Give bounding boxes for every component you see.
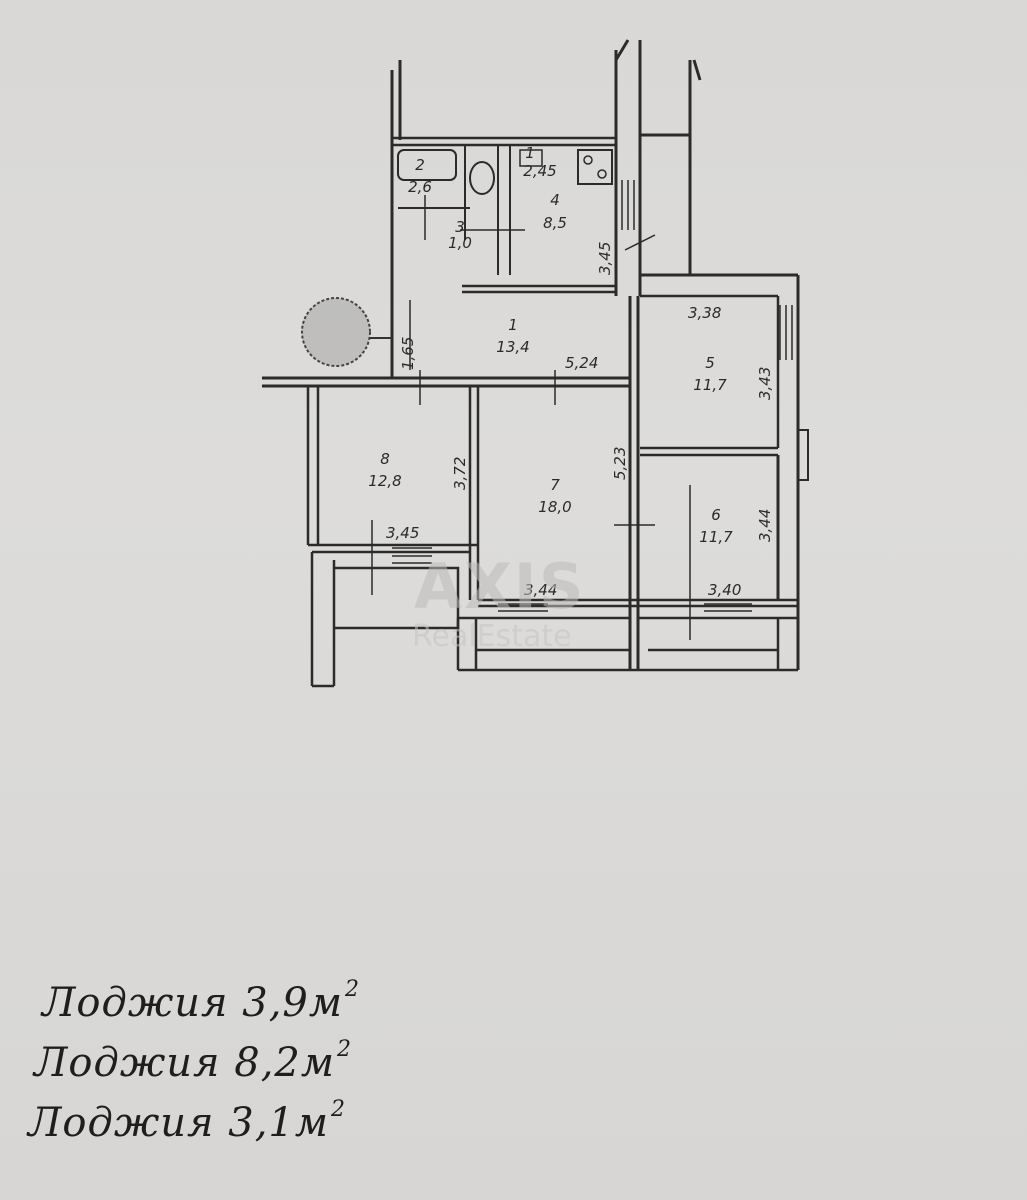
window — [704, 603, 752, 612]
wall — [688, 59, 702, 275]
stair-circle — [301, 297, 392, 367]
dim-1-65: 1,65 — [399, 337, 417, 370]
room-area-6: 11,7 — [699, 528, 733, 546]
window — [779, 305, 793, 360]
stove — [577, 149, 613, 185]
wall — [638, 616, 798, 670]
wall — [456, 616, 798, 672]
room-number-5: 5 — [705, 354, 715, 372]
loggia-note-2-text: Лоджия 8,2м — [34, 1040, 336, 1086]
wall — [497, 145, 511, 275]
room-number-6: 6 — [711, 506, 721, 524]
dim-3-72: 3,72 — [451, 457, 469, 490]
wall — [628, 296, 640, 670]
room-number-1: 1 — [508, 316, 518, 334]
room-area-4: 8,5 — [543, 214, 567, 232]
wall — [306, 386, 480, 600]
room-area-7: 18,0 — [538, 498, 571, 516]
wall — [310, 552, 336, 688]
sink — [519, 149, 543, 167]
dim-3-38: 3,38 — [688, 304, 721, 322]
wall — [390, 60, 402, 378]
bathtub — [397, 149, 457, 181]
superscript: 2 — [345, 976, 361, 1002]
room-number-3: 3 — [455, 218, 465, 236]
dim-3-45-vertical: 3,45 — [596, 242, 614, 275]
room-area-5: 11,7 — [693, 376, 727, 394]
wall — [798, 429, 809, 481]
dim-3-45-horizontal: 3,45 — [386, 524, 419, 542]
toilet — [469, 161, 495, 195]
loggia-note-1: Лоджия 3,9м2 — [42, 976, 361, 1026]
dim-3-44-horizontal: 3,44 — [524, 581, 557, 599]
wall — [462, 284, 616, 294]
dim-3-43: 3,43 — [756, 367, 774, 400]
wall — [308, 543, 478, 554]
room-area-2: 2,6 — [408, 178, 432, 196]
wall — [776, 275, 800, 670]
room-number-2: 2 — [415, 156, 425, 174]
room-number-small: 1 — [525, 144, 535, 162]
room-number-7: 7 — [550, 476, 560, 494]
watermark-subtitle: RealEstate — [412, 619, 572, 654]
room-number-4: 4 — [550, 191, 560, 209]
wall — [640, 294, 780, 457]
watermark-logo: AXIS — [414, 550, 586, 623]
wall — [640, 133, 798, 277]
dim-5-23: 5,23 — [611, 447, 629, 480]
loggia-note-2: Лоджия 8,2м2 — [34, 1036, 353, 1086]
loggia-note-1-text: Лоджия 3,9м — [42, 980, 344, 1026]
loggia-note-3-text: Лоджия 3,1м — [28, 1100, 330, 1146]
wall — [334, 566, 460, 630]
room-area-1: 13,4 — [496, 338, 529, 356]
superscript: 2 — [331, 1096, 347, 1122]
wall — [392, 136, 616, 147]
dim-3-44-vertical: 3,44 — [756, 509, 774, 542]
dim-5-24: 5,24 — [565, 354, 598, 372]
dim-3-40: 3,40 — [708, 581, 741, 599]
superscript: 2 — [337, 1036, 353, 1062]
room-area-8: 12,8 — [368, 472, 401, 490]
wall — [262, 376, 630, 388]
room-area-3: 1,0 — [448, 234, 472, 252]
wall — [614, 39, 642, 296]
loggia-note-3: Лоджия 3,1м2 — [28, 1096, 347, 1146]
window — [498, 603, 548, 612]
wall — [478, 598, 798, 608]
window — [621, 180, 635, 230]
room-area-small: 2,45 — [523, 162, 556, 180]
room-number-8: 8 — [380, 450, 390, 468]
window — [392, 547, 432, 564]
